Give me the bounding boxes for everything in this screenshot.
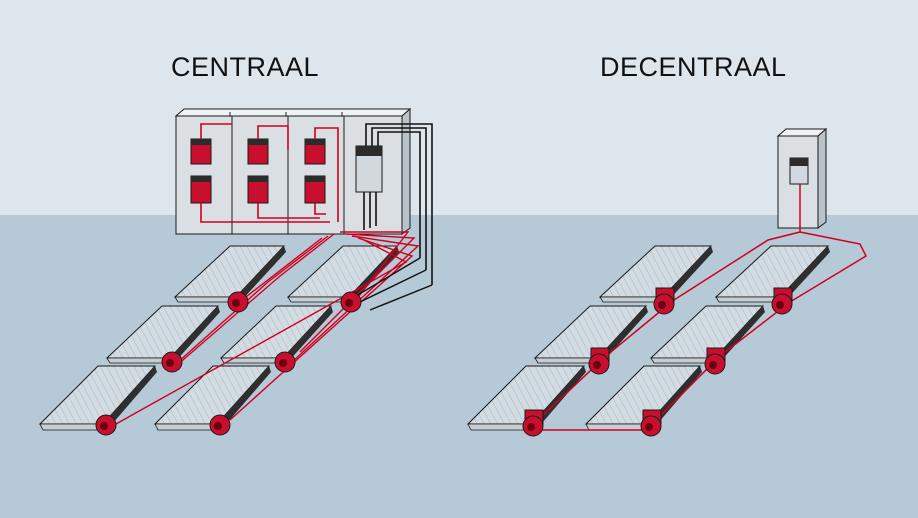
central-drive-1 [190, 138, 212, 165]
central-motor-2 [340, 291, 362, 313]
central-drive-2 [247, 138, 269, 165]
sky-background [0, 0, 918, 215]
central-motor-5 [95, 414, 117, 436]
central-motor-1 [227, 291, 249, 313]
central-motor-3 [161, 351, 183, 373]
decentral-motor-2 [771, 287, 793, 315]
central-internal-red-cables [200, 123, 339, 223]
decentral-control-cabinet-icon [776, 127, 828, 229]
central-motor-cables-black [355, 257, 433, 311]
central-motor-4 [274, 351, 296, 373]
central-drive-6 [304, 175, 326, 204]
decentral-motor-3 [588, 347, 610, 375]
central-internal-black-cables [363, 123, 433, 285]
decentral-section [466, 127, 867, 437]
central-conveyor-6 [153, 365, 271, 431]
central-conveyor-1 [173, 245, 286, 303]
decentral-motor-5 [522, 409, 544, 437]
decentral-motor-1 [653, 287, 675, 315]
central-conveyor-5 [38, 365, 157, 431]
central-conveyor-3 [105, 305, 220, 364]
central-motor-6 [209, 414, 231, 436]
decentral-conveyor-1 [598, 245, 713, 303]
central-section [38, 107, 433, 436]
decentral-title: DECENTRAAL [600, 52, 787, 82]
decentral-conveyor-4 [649, 305, 765, 364]
central-power-unit-icon [355, 145, 383, 193]
central-title: CENTRAAL [171, 52, 320, 82]
decentral-conveyor-5 [466, 365, 586, 431]
central-drive-5 [247, 175, 269, 204]
decentral-motor-6 [640, 409, 662, 437]
decentral-motor-4 [704, 347, 726, 375]
central-drive-3 [304, 138, 326, 165]
central-drive-4 [190, 175, 212, 204]
